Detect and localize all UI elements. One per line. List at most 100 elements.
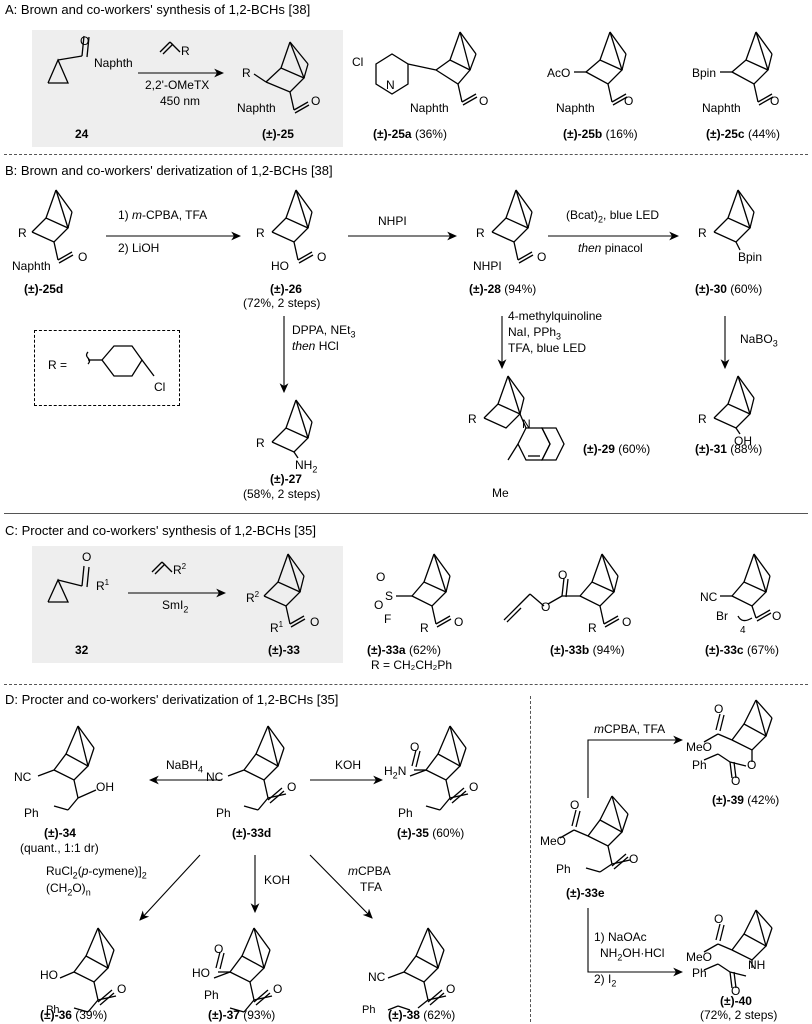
compound-33e-ph: Ph <box>556 862 571 876</box>
compound-36-o: O <box>117 982 127 996</box>
compound-33d-structure <box>227 725 287 811</box>
compound-35-structure <box>409 725 469 811</box>
compound-40-id: (±)-40 <box>720 994 752 1008</box>
compound-34-structure <box>37 725 97 811</box>
compound-26-yield: (72%, 2 steps) <box>243 296 321 310</box>
compound-31-r: R <box>698 412 707 426</box>
compound-33-structure <box>263 553 306 628</box>
arrow-33e-40 <box>587 908 684 977</box>
arrow-33e-39 <box>587 735 684 798</box>
separator-a-b <box>4 154 808 155</box>
compound-33a-r: R <box>420 621 429 635</box>
compound-26-structure <box>271 189 314 264</box>
compound-33d-ph: Ph <box>216 806 231 820</box>
section-c-title: C: Procter and co-workers' synthesis of … <box>5 523 316 538</box>
compound-33d-o: O <box>287 780 297 794</box>
compound-25a-n: N <box>386 78 395 92</box>
compound-39-o2: O <box>747 758 757 772</box>
compound-25c-label: (±)-25c (44%) <box>706 127 780 141</box>
compound-36-structure <box>59 927 117 1013</box>
rxn38-line1: mCPBA <box>348 864 391 878</box>
compound-35-o2: O <box>469 780 479 794</box>
step6-label: NaBO3 <box>740 332 778 349</box>
compound-33a-o3: O <box>454 615 464 629</box>
arrow-33d-36 <box>139 854 201 921</box>
compound-33a-note: R = CH₂CH₂Ph <box>371 658 452 672</box>
compound-24-o: O <box>80 34 90 48</box>
compound-33c-nc: NC <box>700 590 718 604</box>
compound-40-meo: MeO <box>686 950 713 964</box>
rxn40-line3: 2) I2 <box>594 972 617 989</box>
compound-32-id: 32 <box>75 643 89 657</box>
step3-line1: (Bcat)2, blue LED <box>566 208 660 225</box>
compound-33b-o1: O <box>541 600 551 614</box>
compound-26-id: (±)-26 <box>270 282 302 296</box>
compound-37-structure <box>213 927 273 1013</box>
compound-33e-structure <box>559 795 631 873</box>
compound-33b-structure <box>503 553 620 628</box>
compound-27-nh2: NH2 <box>295 458 318 475</box>
compound-25-o: O <box>311 94 321 108</box>
compound-25-id: (±)-25 <box>262 127 294 141</box>
compound-28-nhpi: NHPI <box>473 259 502 273</box>
compound-33e-o2: O <box>629 852 639 866</box>
compound-25a-cl: Cl <box>352 55 364 69</box>
r-definition-cl: Cl <box>154 380 166 394</box>
reagent-a-line1: 2,2'-OMeTX <box>145 78 210 92</box>
compound-28-r: R <box>476 226 485 240</box>
rxn40-line1: 1) NaOAc <box>594 930 647 944</box>
rxn37-label: KOH <box>264 873 291 887</box>
compound-25b-naphth: Naphth <box>556 101 595 115</box>
compound-26-ho: HO <box>271 259 289 273</box>
compound-25-structure <box>253 41 310 114</box>
alkene-reagent-c <box>151 561 173 575</box>
compound-33a-label: (±)-33a (62%) <box>367 643 441 657</box>
compound-28-label: (±)-28 (94%) <box>469 282 537 296</box>
compound-37-o1: O <box>214 942 224 956</box>
step4-line1: DPPA, NEt3 <box>292 323 356 340</box>
step5-line2: NaI, PPh3 <box>508 325 562 342</box>
compound-26-o: O <box>317 250 327 264</box>
step1-line1: 1) m-CPBA, TFA <box>118 208 208 222</box>
compound-30-bpin: Bpin <box>738 250 763 264</box>
compound-29-structure <box>483 375 565 461</box>
compound-25-naphth: Naphth <box>237 101 276 115</box>
compound-33a-structure <box>396 553 452 628</box>
compound-31-structure <box>713 375 755 435</box>
alkene-r2-label: R2 <box>173 562 187 577</box>
compound-33a-o1: O <box>376 570 386 584</box>
compound-29-label: (±)-29 (60%) <box>583 442 651 456</box>
arrow-33d-38 <box>309 854 373 919</box>
compound-33b-r: R <box>588 621 597 635</box>
compound-25-r: R <box>242 66 251 80</box>
step1-line2: 2) LiOH <box>118 241 160 255</box>
compound-27-yield: (58%, 2 steps) <box>243 487 321 501</box>
compound-32-r1: R1 <box>96 578 110 593</box>
step2-label: NHPI <box>378 214 407 228</box>
compound-33e-id: (±)-33e <box>566 886 605 900</box>
reagent-smi2: SmI2 <box>162 598 189 615</box>
compound-33c-label: (±)-33c (67%) <box>705 643 779 657</box>
compound-37-ho: HO <box>192 966 210 980</box>
reagent-a-line2: 450 nm <box>160 94 201 108</box>
compound-38-o1: O <box>446 982 456 996</box>
compound-32-o: O <box>82 550 92 564</box>
separator-d-vertical <box>530 696 531 1022</box>
compound-39-structure <box>703 699 773 779</box>
compound-33-o: O <box>310 615 320 629</box>
section-a-shaded-box <box>32 30 343 147</box>
compound-33b-o3: O <box>622 615 632 629</box>
compound-33a-o2: O <box>374 598 384 612</box>
compound-25b-o: O <box>624 94 634 108</box>
rxn36-line2: (CH2O)n <box>46 881 91 898</box>
compound-33-id: (±)-33 <box>268 643 300 657</box>
compound-25b-structure <box>574 31 628 106</box>
rxn38-line2: TFA <box>360 880 383 894</box>
compound-33c-br: Br <box>716 609 728 623</box>
compound-34-oh: OH <box>96 780 114 794</box>
compound-25a-structure <box>375 31 478 106</box>
compound-39-meo: MeO <box>686 740 713 754</box>
compound-24-naphth: Naphth <box>94 56 133 70</box>
compound-28-structure <box>491 189 534 264</box>
